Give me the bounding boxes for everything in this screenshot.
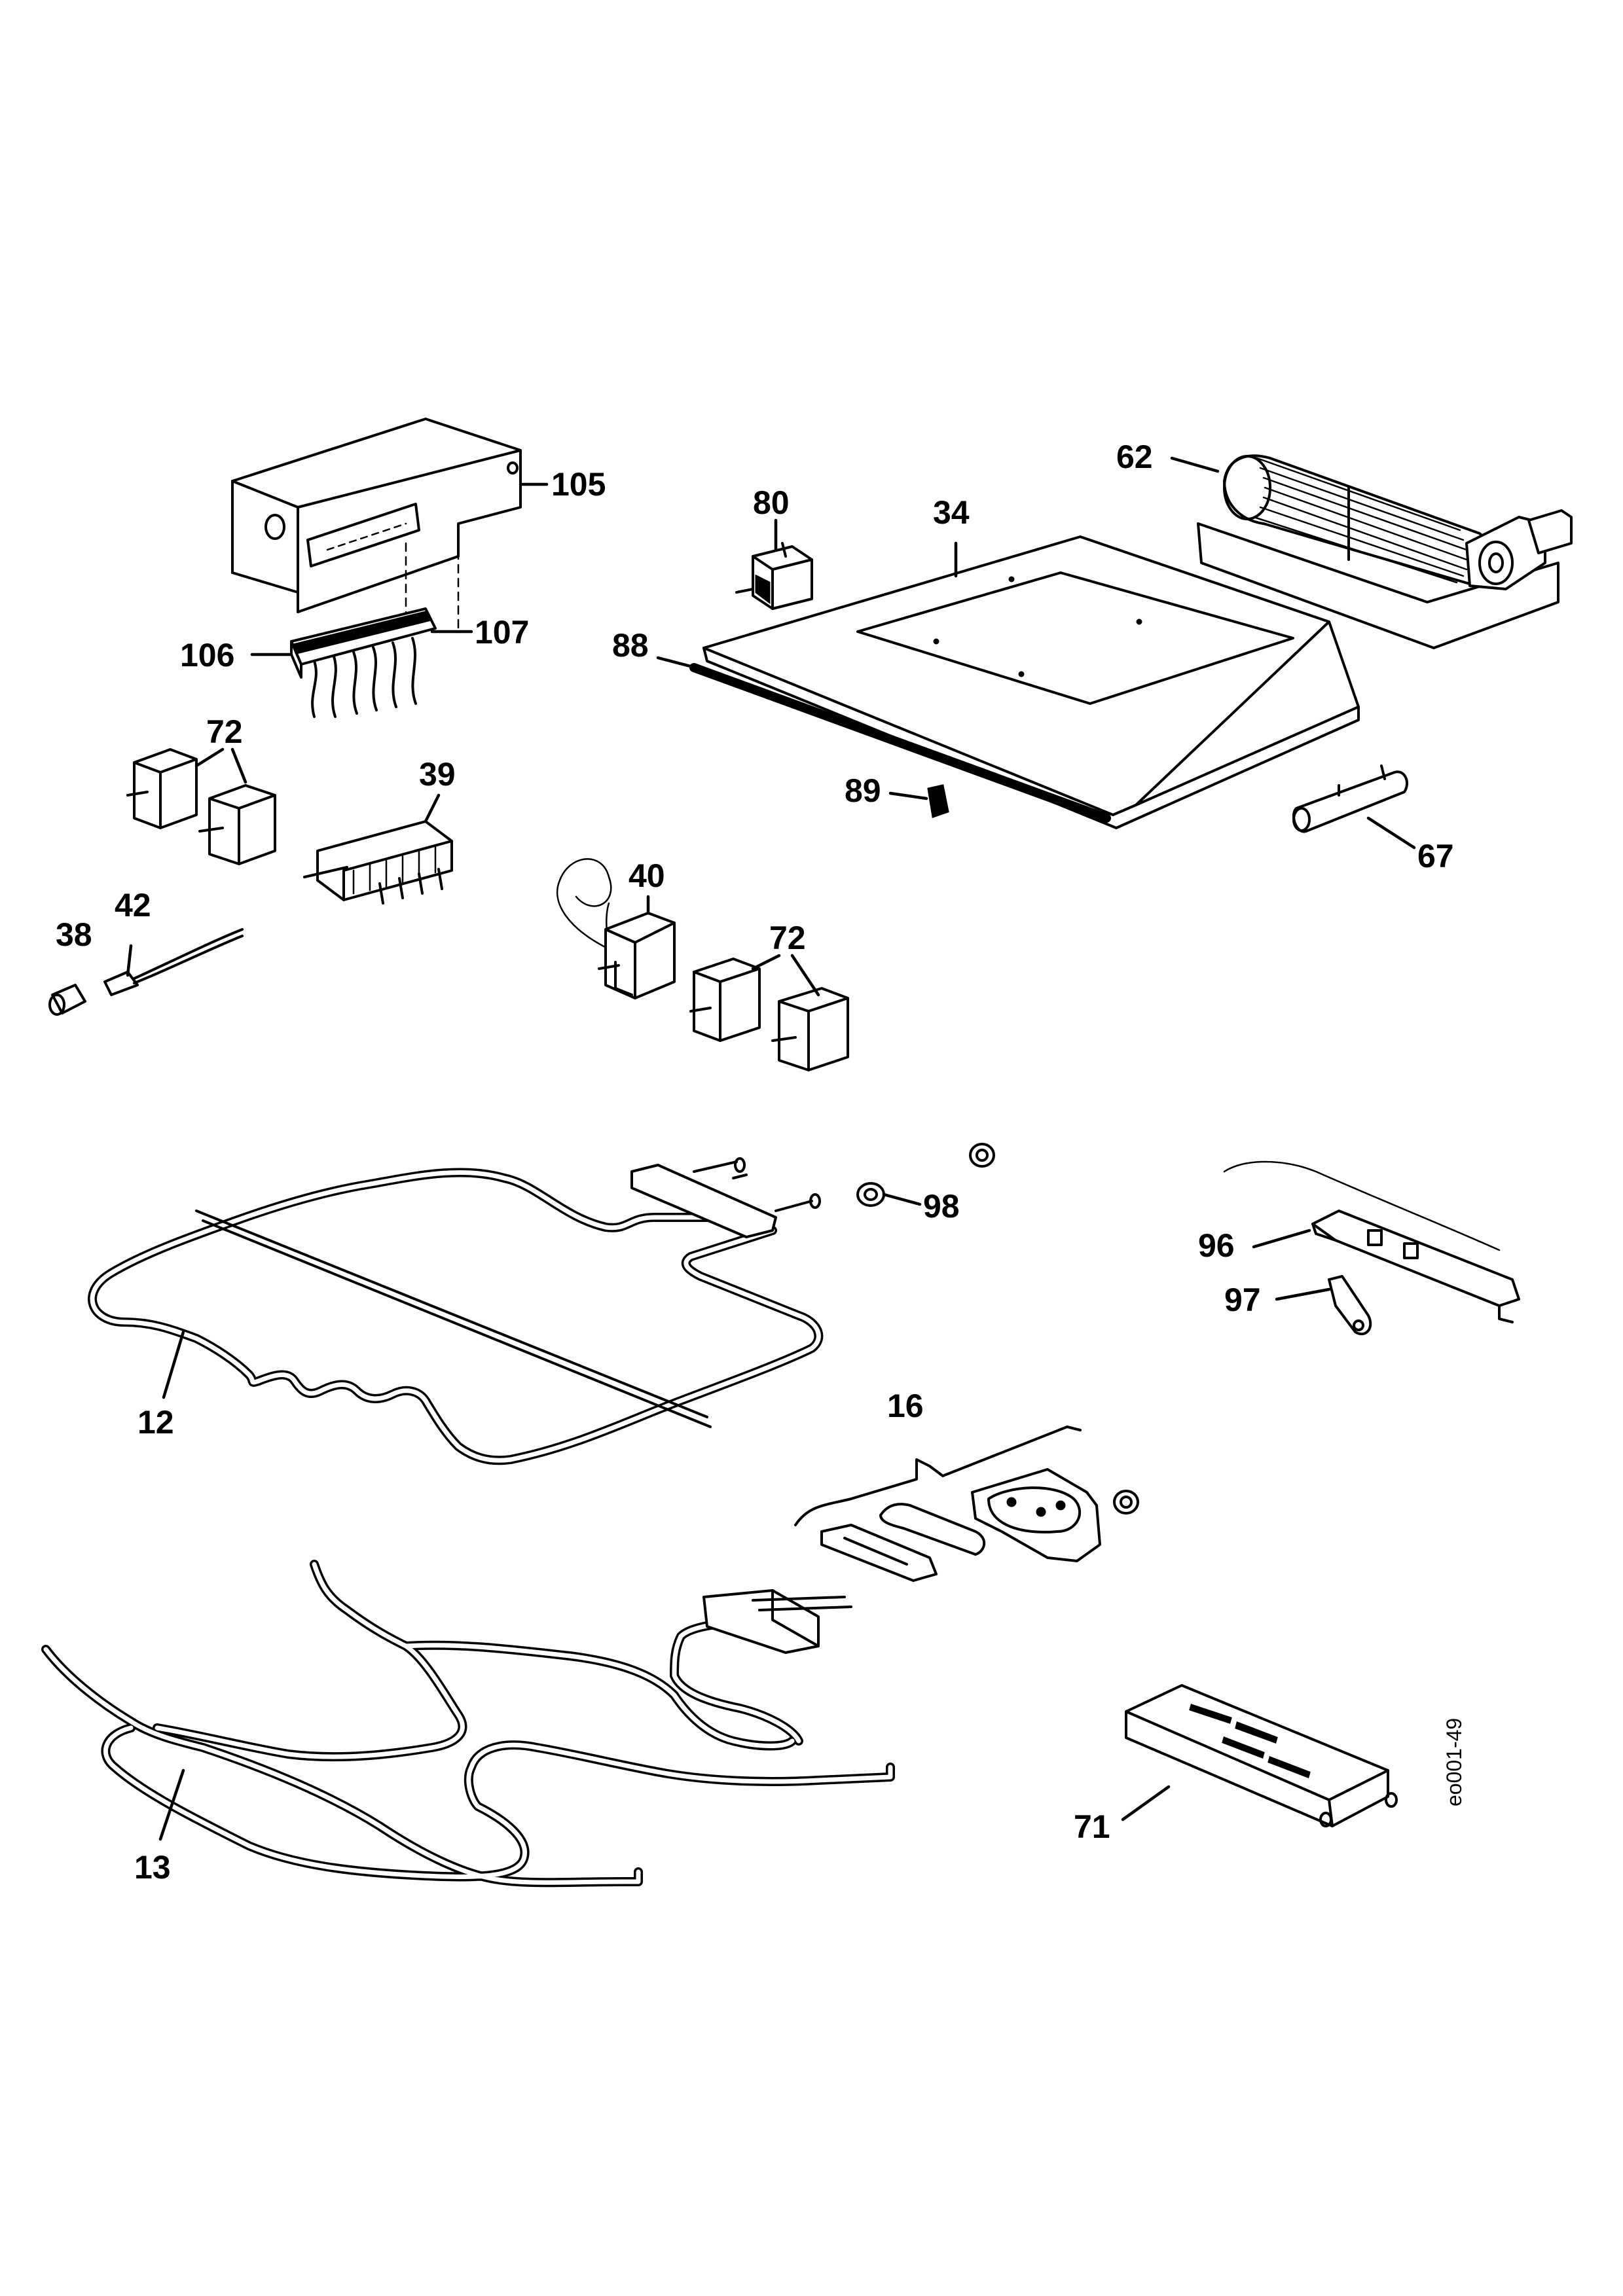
part-97-clip (1329, 1276, 1370, 1334)
part-34-baffle-plate (704, 537, 1359, 828)
drawing-code: eo001-49 (1442, 1718, 1466, 1806)
callout-107: 107 (475, 614, 529, 651)
part-106-107-terminal-block (291, 609, 435, 717)
callout-98: 98 (923, 1188, 960, 1225)
callout-labels: 105 106 107 80 34 62 88 72 39 89 67 40 7… (56, 439, 1466, 1886)
callout-96: 96 (1198, 1227, 1235, 1264)
callout-71: 71 (1074, 1808, 1110, 1845)
callout-80: 80 (753, 484, 790, 521)
part-13-lower-heating-element (46, 1564, 890, 1882)
callout-42: 42 (115, 887, 151, 924)
part-105-control-bracket (232, 419, 520, 628)
part-89-grommet (928, 785, 948, 817)
part-88-gasket (694, 668, 1106, 818)
part-98-nuts (858, 1144, 994, 1206)
part-72-switch-pair-upper (128, 749, 275, 864)
callout-13: 13 (134, 1849, 171, 1886)
callout-34: 34 (933, 494, 970, 531)
part-80-switch (737, 543, 812, 609)
part-12-upper-heating-element (92, 1158, 820, 1460)
part-16-connector-set (795, 1427, 1138, 1581)
callout-67: 67 (1417, 838, 1454, 874)
part-42-sensor (105, 929, 242, 995)
callout-72b: 72 (769, 920, 806, 956)
callout-106: 106 (180, 637, 234, 673)
part-72-switch-pair-lower (691, 959, 848, 1070)
callout-97: 97 (1224, 1282, 1261, 1318)
callout-12: 12 (137, 1404, 174, 1441)
callout-39: 39 (419, 756, 456, 793)
part-39-selector-switch (304, 821, 452, 903)
callout-40: 40 (629, 857, 665, 894)
part-40-thermostat (557, 859, 674, 998)
callout-62: 62 (1116, 439, 1153, 475)
part-62-tangential-fan (1198, 456, 1571, 648)
callout-16: 16 (887, 1388, 924, 1424)
part-38-lamp-cap (50, 985, 85, 1014)
part-71-cover (1126, 1685, 1396, 1826)
callout-72a: 72 (206, 713, 243, 750)
part-67-tube (1294, 766, 1407, 832)
leader-lines (128, 458, 1414, 1839)
callout-38: 38 (56, 916, 92, 953)
callout-88: 88 (612, 627, 649, 664)
callout-89: 89 (845, 772, 881, 809)
part-96-bracket (1224, 1162, 1519, 1322)
callout-105: 105 (551, 466, 606, 503)
